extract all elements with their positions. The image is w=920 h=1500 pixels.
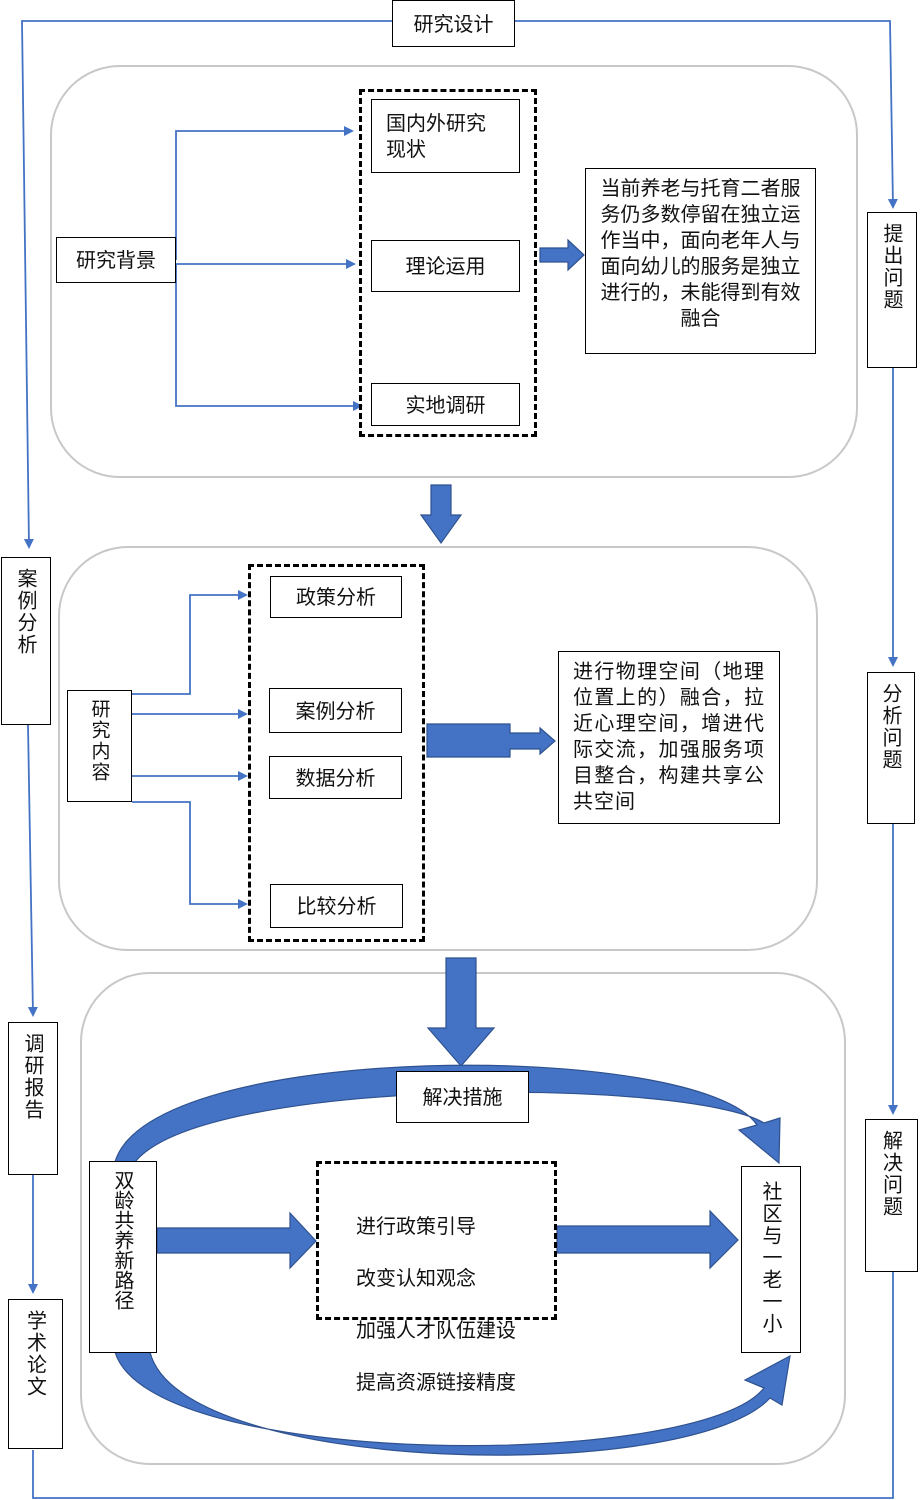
measure-item: 加强人才队伍建设 xyxy=(356,1318,516,1342)
right-step-analyze-problem: 分析问题 xyxy=(867,672,915,824)
content-items-group xyxy=(248,564,425,942)
research-design-box: 研究设计 xyxy=(392,0,515,47)
content-item-policy-analysis: 政策分析 xyxy=(270,576,402,618)
background-item-domestic-foreign-status: 国内外研究现状 xyxy=(371,99,520,173)
research-content-box: 研究内容 xyxy=(67,690,132,802)
content-item-case-analysis: 案例分析 xyxy=(269,688,402,733)
background-conclusion-text: 当前养老与托育二者服务仍多数停留在独立运作当中，面向老年人与面向幼儿的服务是独立… xyxy=(585,168,816,354)
right-step-solve-problem: 解决问题 xyxy=(865,1119,918,1272)
research-background-box: 研究背景 xyxy=(56,237,176,283)
left-step-academic-paper: 学术论文 xyxy=(8,1299,63,1449)
measure-item: 改变认知观念 xyxy=(356,1266,476,1290)
left-step-survey-report: 调研报告 xyxy=(8,1022,58,1175)
background-item-theory: 理论运用 xyxy=(371,240,520,292)
measure-list: 进行政策引导 改变认知观念 加强人才队伍建设 提高资源链接精度 xyxy=(356,1187,546,1421)
dual-age-path-box: 双龄共养新路径 xyxy=(89,1161,157,1353)
community-old-young-box: 社区与一老一小 xyxy=(741,1166,801,1353)
measure-item: 进行政策引导 xyxy=(356,1214,476,1238)
measure-item: 提高资源链接精度 xyxy=(356,1370,516,1394)
content-conclusion-text: 进行物理空间（地理位置上的）融合，拉近心理空间，增进代际交流，加强服务项目整合，… xyxy=(558,651,780,824)
measures-group xyxy=(316,1161,557,1320)
content-item-comparative-analysis: 比较分析 xyxy=(270,884,403,928)
background-item-field-survey: 实地调研 xyxy=(371,383,520,426)
background-items-group xyxy=(359,89,537,437)
left-step-case-analysis: 案例分析 xyxy=(1,557,51,725)
content-item-data-analysis: 数据分析 xyxy=(269,756,402,799)
right-step-raise-problem: 提出问题 xyxy=(867,212,917,368)
solution-measures-title: 解决措施 xyxy=(396,1071,529,1123)
